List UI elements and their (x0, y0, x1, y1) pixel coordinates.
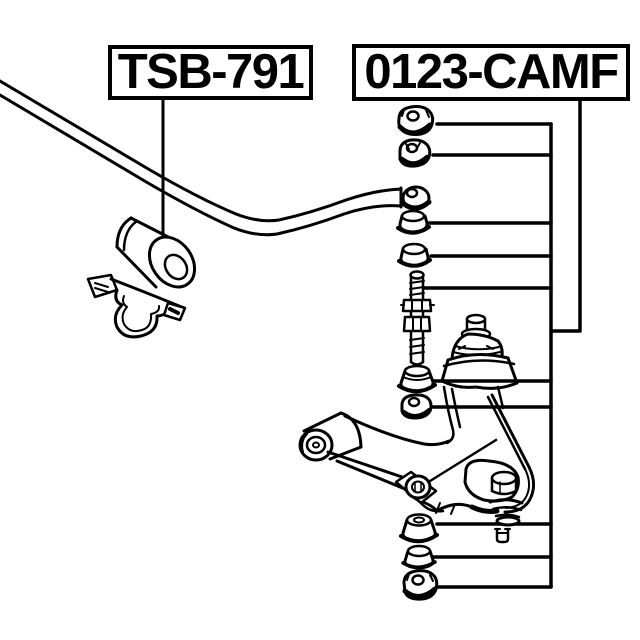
stabilizer-bushing (115, 216, 197, 289)
stabilizer-bar (0, 79, 403, 237)
bar-end-bushing (401, 185, 432, 211)
stabilizer-bracket (86, 273, 187, 339)
nut-upper (398, 138, 432, 168)
cushion-washer-1 (396, 209, 431, 235)
ball-joint (440, 313, 519, 390)
part-number-label-bushing: TSB-791 (117, 45, 305, 99)
camf-leader-line (549, 99, 582, 333)
ball-joint-mount-lines (442, 385, 505, 445)
part-number-label-link: 0123-CAMF (364, 45, 619, 99)
retainer-clip (494, 527, 511, 544)
control-arm (298, 393, 536, 527)
stabilizer-link-stud (400, 270, 435, 366)
flange-nut-top (397, 105, 435, 136)
part-number-box-bushing: TSB-791 (108, 45, 313, 100)
flange-nut-bottom (402, 569, 439, 601)
cushion-washer-5 (401, 544, 437, 570)
part-number-box-link: 0123-CAMF (352, 44, 630, 101)
cushion-washer-2 (397, 242, 432, 268)
callout-lines (422, 122, 553, 589)
cushion-washer-4 (399, 513, 439, 544)
cushion-washer-3 (397, 364, 437, 394)
nut-lower (400, 393, 433, 420)
